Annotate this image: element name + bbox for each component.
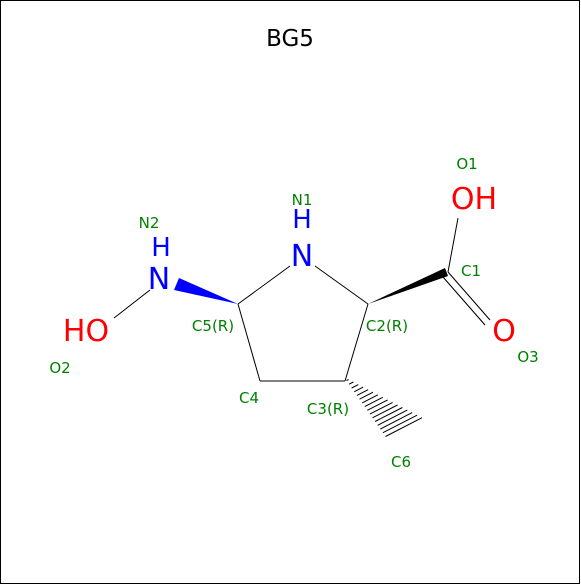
- molecule-title: BG5: [266, 26, 314, 52]
- atom-n1: N: [291, 239, 313, 274]
- bond-c5-n1: [237, 265, 291, 305]
- atom-n2: N: [148, 262, 170, 297]
- label-o2: O2: [49, 359, 70, 377]
- bond-c1-o1: [447, 217, 459, 273]
- bond-c4-c5: [237, 303, 261, 382]
- label-c2: C2(R): [366, 317, 408, 335]
- label-c3: C3(R): [307, 400, 349, 418]
- label-n1: N1: [292, 191, 313, 209]
- hashed-bond-c3-c6: [346, 379, 423, 437]
- bond-n2-o2: [113, 289, 151, 319]
- label-c6: C6: [391, 453, 411, 471]
- atom-o1: OH: [451, 182, 497, 217]
- label-c4: C4: [239, 389, 259, 407]
- atom-o2: HO: [63, 314, 109, 349]
- atom-o3: O: [492, 314, 516, 349]
- label-c1: C1: [461, 262, 481, 280]
- wedge-bond-c2-c1: [368, 268, 448, 304]
- wedge-bond-c5-n2: [174, 278, 238, 304]
- label-o1: O1: [456, 155, 477, 173]
- bond-n1-c2: [314, 265, 369, 305]
- double-bond-c1-o3: [442, 271, 491, 326]
- atom-n1-hydrogen: H: [292, 205, 312, 235]
- atom-n2-hydrogen: H: [151, 233, 171, 263]
- label-o3: O3: [517, 348, 538, 366]
- bond-c2-c3: [344, 303, 369, 382]
- label-n2: N2: [139, 214, 160, 232]
- ring-bonds: [237, 265, 369, 382]
- label-c5: C5(R): [192, 317, 234, 335]
